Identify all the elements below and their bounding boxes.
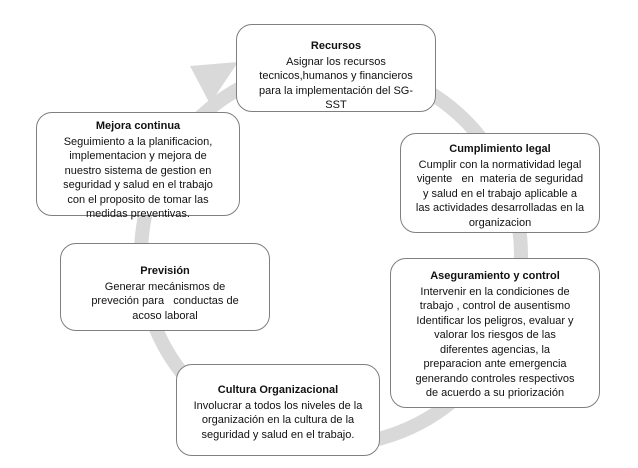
step-line: nuestro sistema de gestion en [64, 164, 212, 177]
step-line: las actividades desarrolladas en la [415, 202, 585, 214]
step-line: acoso laboral [132, 309, 198, 322]
step-box-recursos: Recursos Asignar los recursos tecnicos,h… [236, 24, 436, 112]
step-title-cultura-organizacional: Cultura Organizacional [217, 384, 339, 396]
step-line: seguridad y salud en el trabajo [63, 179, 213, 191]
step-line: y salud en el trabajo aplicable a [422, 187, 578, 200]
step-line: Intervenir en la condiciones de [420, 285, 570, 298]
step-description-cultura-organizacional: Involucrar a todos los niveles de la org… [183, 399, 373, 443]
step-title-aseguramiento-control: Aseguramiento y control [430, 270, 560, 282]
step-box-cumplimiento-legal: Cumplimiento legal Cumplir con la normat… [400, 133, 600, 233]
step-box-mejora-continua: Mejora continua Seguimiento a la planifi… [36, 112, 240, 220]
step-line: seguridad y salud en el trabajo. [201, 428, 355, 441]
step-line: Asignar los recursos [286, 55, 386, 68]
step-line: vigente en materia de seguridad [416, 173, 584, 185]
step-line: Generar mecánismos de [104, 280, 226, 293]
step-line: Identificar los peligros, evaluar y [416, 314, 574, 327]
step-line: diferentes agencias, la [439, 343, 551, 356]
step-line: valorar los riesgos de las [434, 329, 556, 341]
step-box-cultura-organizacional: Cultura Organizacional Involucrar a todo… [176, 364, 380, 456]
step-line: generando controles respectivos [415, 372, 575, 385]
step-title-prevision: Previsión [140, 265, 190, 277]
step-line: medidas preventivas. [86, 208, 190, 220]
step-description-cumplimiento-legal: Cumplir con la normatividad legal vigent… [407, 158, 593, 231]
step-line: trabajo , control de ausentismo [419, 300, 571, 312]
step-description-aseguramiento-control: Intervenir en la condiciones de trabajo … [397, 285, 593, 401]
step-line: Cumplir con la normatividad legal [418, 158, 582, 171]
step-line: SST [325, 99, 347, 111]
step-line: implementacion y mejora de [69, 150, 207, 162]
step-title-cumplimiento-legal: Cumplimiento legal [449, 143, 551, 155]
step-line: preveción para conductas de [91, 295, 239, 307]
step-line: Seguimiento a la planificacion, [63, 135, 213, 148]
step-line: Involucrar a todos los niveles de la [193, 399, 363, 412]
cycle-arrowhead [190, 62, 238, 104]
step-title-mejora-continua: Mejora continua [95, 120, 181, 132]
step-box-aseguramiento-control: Aseguramiento y control Intervenir en la… [390, 258, 600, 408]
step-box-prevision: Previsión Generar mecánismos de preveció… [60, 243, 270, 331]
step-line: de acuerdo a su priorización [425, 387, 565, 399]
step-line: preparacion ante emergencia [423, 358, 567, 370]
step-description-recursos: Asignar los recursos tecnicos,humanos y … [243, 55, 429, 113]
step-line: para la implementación del SG- [258, 84, 414, 97]
step-line: organizacion [468, 216, 532, 229]
step-line: organización en la cultura de la [201, 414, 355, 426]
step-description-mejora-continua: Seguimiento a la planificacion, implemen… [43, 135, 233, 222]
step-title-recursos: Recursos [310, 40, 362, 52]
step-line: con el proposito de tomar las [67, 193, 209, 206]
step-line: tecnicos,humanos y financieros [259, 70, 413, 82]
step-description-prevision: Generar mecánismos de preveción para con… [67, 280, 263, 324]
